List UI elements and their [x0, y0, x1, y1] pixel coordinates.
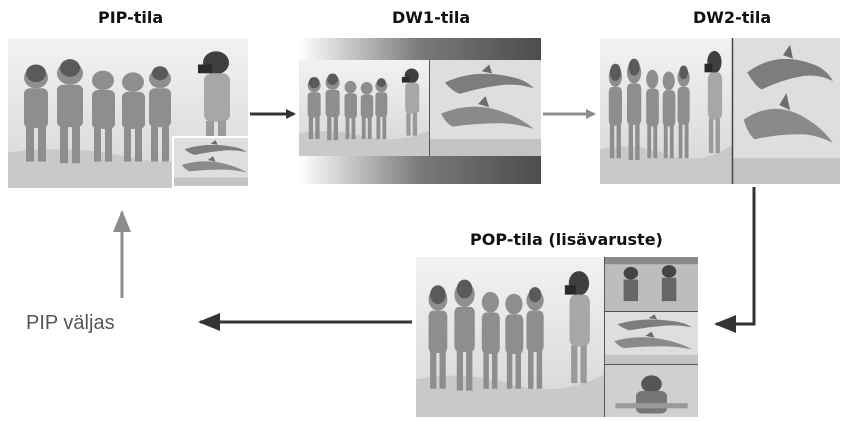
dw2-mode-screen: [600, 38, 840, 184]
dw2-mode-title: DW2-tila: [693, 8, 772, 27]
pop-frame: [416, 257, 698, 417]
dw1-mode-screen: [299, 38, 541, 184]
pip-off-label: PIP väljas: [26, 312, 115, 334]
dw2-frame: [600, 38, 840, 184]
pop-mode-title: POP-tila (lisävaruste): [470, 230, 663, 249]
dw1-mode-title: DW1-tila: [392, 8, 471, 27]
pop-mode-title-note: (lisävaruste): [548, 230, 663, 249]
pip-mode-title: PIP-tila: [98, 8, 164, 27]
pop-mode-screen: [416, 257, 698, 417]
dw1-frame: [299, 38, 541, 184]
pip-mode-screen: [8, 38, 248, 188]
pop-mode-title-main: POP-tila: [470, 230, 543, 249]
arrow-dw2-to-pop: [714, 187, 756, 333]
